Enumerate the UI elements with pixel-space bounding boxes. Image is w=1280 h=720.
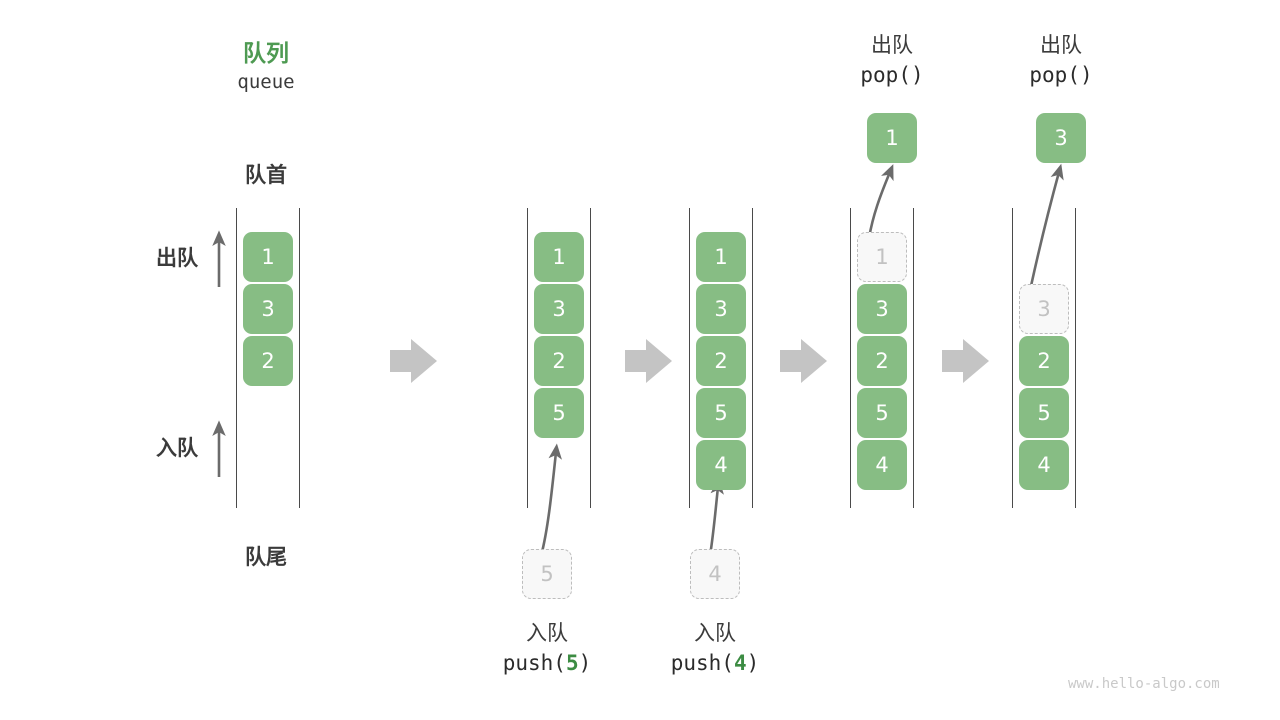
queue-cell: 5 xyxy=(534,388,584,438)
push-5-arrow xyxy=(539,443,562,557)
pop-3-caption-code: pop() xyxy=(1029,62,1093,87)
queue-cell-vacated: 3 xyxy=(1019,284,1069,334)
push-4-code-prefix: push( xyxy=(670,650,734,675)
watermark: www.hello-algo.com xyxy=(1068,676,1220,692)
queue-cell: 1 xyxy=(534,232,584,282)
push-4-arrow xyxy=(708,478,724,557)
popped-cell: 3 xyxy=(1036,113,1086,163)
incoming-ghost-cell: 5 xyxy=(522,549,572,599)
queue-cell: 3 xyxy=(243,284,293,334)
enqueue-side-label: 入队 xyxy=(156,437,198,460)
pop-3-caption-cn: 出队 xyxy=(1040,34,1082,57)
queue-rail-left-stage-4 xyxy=(850,208,851,508)
queue-rail-right-stage-1 xyxy=(299,208,300,508)
queue-cell: 3 xyxy=(696,284,746,334)
queue-cell: 3 xyxy=(534,284,584,334)
pop-1-caption-code: pop() xyxy=(860,62,924,87)
push-4-code-suffix: ) xyxy=(746,650,760,675)
queue-title-en: queue xyxy=(237,71,295,93)
queue-rail-left-stage-1 xyxy=(236,208,237,508)
queue-cell: 2 xyxy=(857,336,907,386)
push-5-code-prefix: push( xyxy=(502,650,566,675)
queue-cell: 1 xyxy=(243,232,293,282)
popped-cell: 1 xyxy=(867,113,917,163)
queue-cell: 5 xyxy=(1019,388,1069,438)
push-4-caption-code: push(4) xyxy=(615,649,815,679)
incoming-ghost-cell: 4 xyxy=(690,549,740,599)
queue-cell: 5 xyxy=(696,388,746,438)
queue-cell: 2 xyxy=(1019,336,1069,386)
push-5-code-suffix: ) xyxy=(578,650,592,675)
pop-1-caption: 出队 pop() xyxy=(792,31,992,91)
queue-rail-left-stage-2 xyxy=(527,208,528,508)
queue-rail-right-stage-2 xyxy=(590,208,591,508)
push-5-code-arg: 5 xyxy=(565,650,579,675)
pop-1-arrow xyxy=(867,164,894,239)
queue-rail-left-stage-5 xyxy=(1012,208,1013,508)
queue-cell: 4 xyxy=(857,440,907,490)
push-4-caption-cn: 入队 xyxy=(694,622,736,645)
queue-cell: 2 xyxy=(243,336,293,386)
queue-cell: 5 xyxy=(857,388,907,438)
push-4-code-arg: 4 xyxy=(733,650,747,675)
queue-rail-left-stage-3 xyxy=(689,208,690,508)
queue-cell: 2 xyxy=(534,336,584,386)
queue-rail-right-stage-4 xyxy=(913,208,914,508)
flow-arrow-3 xyxy=(780,339,827,383)
queue-cell: 2 xyxy=(696,336,746,386)
rear-label: 队尾 xyxy=(245,546,287,569)
pop-3-caption: 出队 pop() xyxy=(961,31,1161,91)
pop-3-arrow xyxy=(1029,163,1064,287)
push-5-caption-cn: 入队 xyxy=(526,622,568,645)
push-5-caption-code: push(5) xyxy=(447,649,647,679)
queue-rail-right-stage-5 xyxy=(1075,208,1076,508)
flow-arrow-2 xyxy=(625,339,672,383)
front-label: 队首 xyxy=(245,164,287,187)
queue-cell: 1 xyxy=(696,232,746,282)
queue-title-cn: 队列 xyxy=(243,40,289,66)
flow-arrow-4 xyxy=(942,339,989,383)
flow-arrow-1 xyxy=(390,339,437,383)
queue-cell-vacated: 1 xyxy=(857,232,907,282)
push-5-caption: 入队 push(5) xyxy=(447,619,647,679)
queue-cell: 4 xyxy=(1019,440,1069,490)
queue-rail-right-stage-3 xyxy=(752,208,753,508)
queue-cell: 4 xyxy=(696,440,746,490)
dequeue-side-label: 出队 xyxy=(156,247,198,270)
push-4-caption: 入队 push(4) xyxy=(615,619,815,679)
queue-cell: 3 xyxy=(857,284,907,334)
pop-1-caption-cn: 出队 xyxy=(871,34,913,57)
